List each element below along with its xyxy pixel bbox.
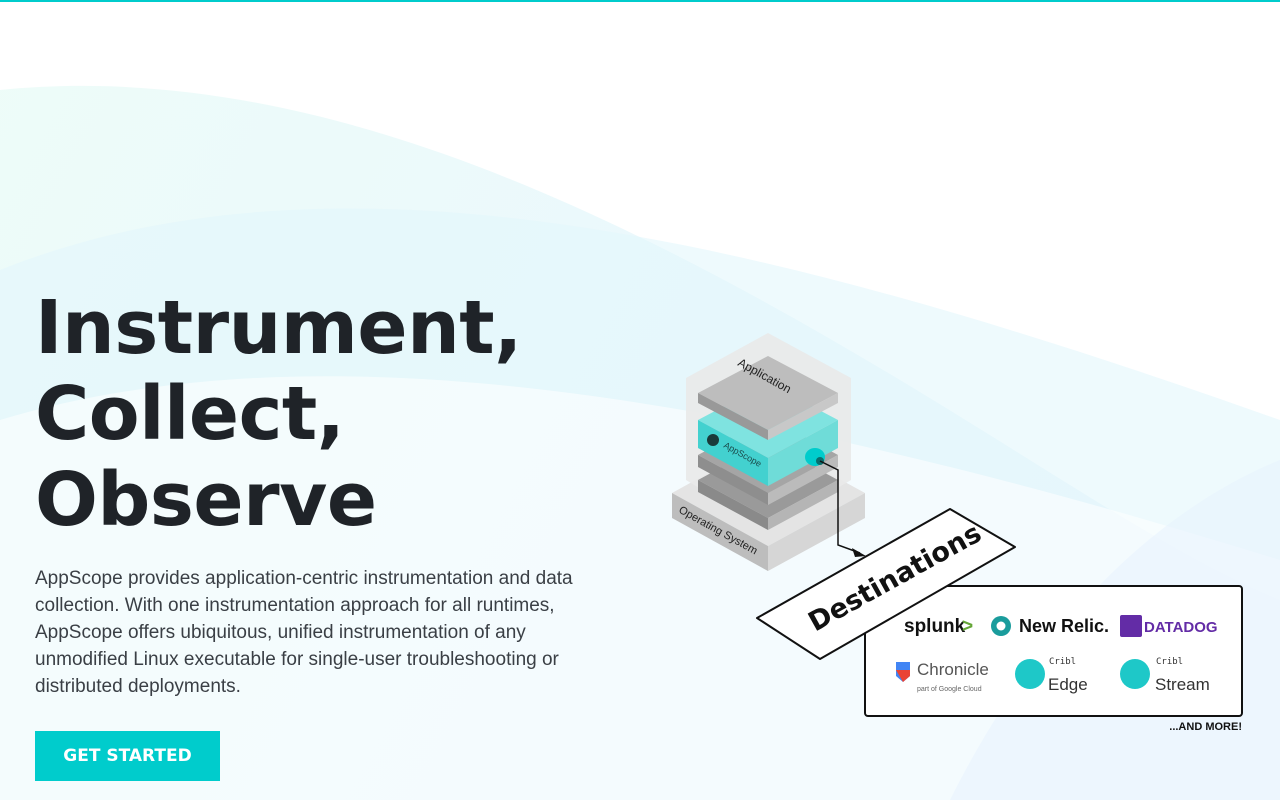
hero-description: AppScope provides application-centric in… (35, 568, 573, 697)
logo-cribl-edge: Cribl Edge (1015, 657, 1088, 694)
hero-section: Instrument, Collect, Observe AppScope pr… (35, 285, 635, 700)
datadog-icon (1120, 615, 1142, 637)
logo-chronicle: Chronicle part of Google Cloud (896, 660, 989, 693)
appscope-logo-icon (707, 434, 719, 446)
splunk-logo-text: splunk (904, 616, 966, 637)
logo-datadog: DATADOG (1120, 615, 1218, 637)
splunk-arrow: > (962, 616, 973, 637)
logo-splunk: splunk > (904, 616, 973, 637)
get-started-button[interactable]: GET STARTED (35, 731, 220, 781)
logo-newrelic: New Relic. (991, 616, 1109, 636)
chronicle-logo-text: Chronicle (917, 660, 989, 679)
headline-line: Instrument, (35, 285, 522, 371)
datadog-logo-text: DATADOG (1144, 619, 1218, 636)
headline-line: Observe (35, 457, 377, 543)
cribl-edge-icon (1015, 659, 1045, 689)
chronicle-sub-text: part of Google Cloud (917, 686, 982, 693)
flow-arrow (819, 460, 861, 554)
and-more-label: ...AND MORE! (1169, 721, 1242, 733)
headline-line: Collect, (35, 371, 345, 457)
cribl-label: Cribl (1156, 657, 1183, 667)
edge-logo-text: Edge (1048, 675, 1088, 694)
newrelic-logo-text: New Relic. (1019, 616, 1109, 636)
cribl-stream-icon (1120, 659, 1150, 689)
logo-cribl-stream: Cribl Stream (1120, 657, 1210, 694)
cribl-label: Cribl (1049, 657, 1076, 667)
top-accent-bar (0, 0, 1280, 2)
stream-logo-text: Stream (1155, 675, 1210, 694)
destinations-logos-box (864, 585, 1243, 717)
tower: AppScope Application (686, 333, 851, 530)
headline: Instrument, Collect, Observe (35, 285, 635, 543)
